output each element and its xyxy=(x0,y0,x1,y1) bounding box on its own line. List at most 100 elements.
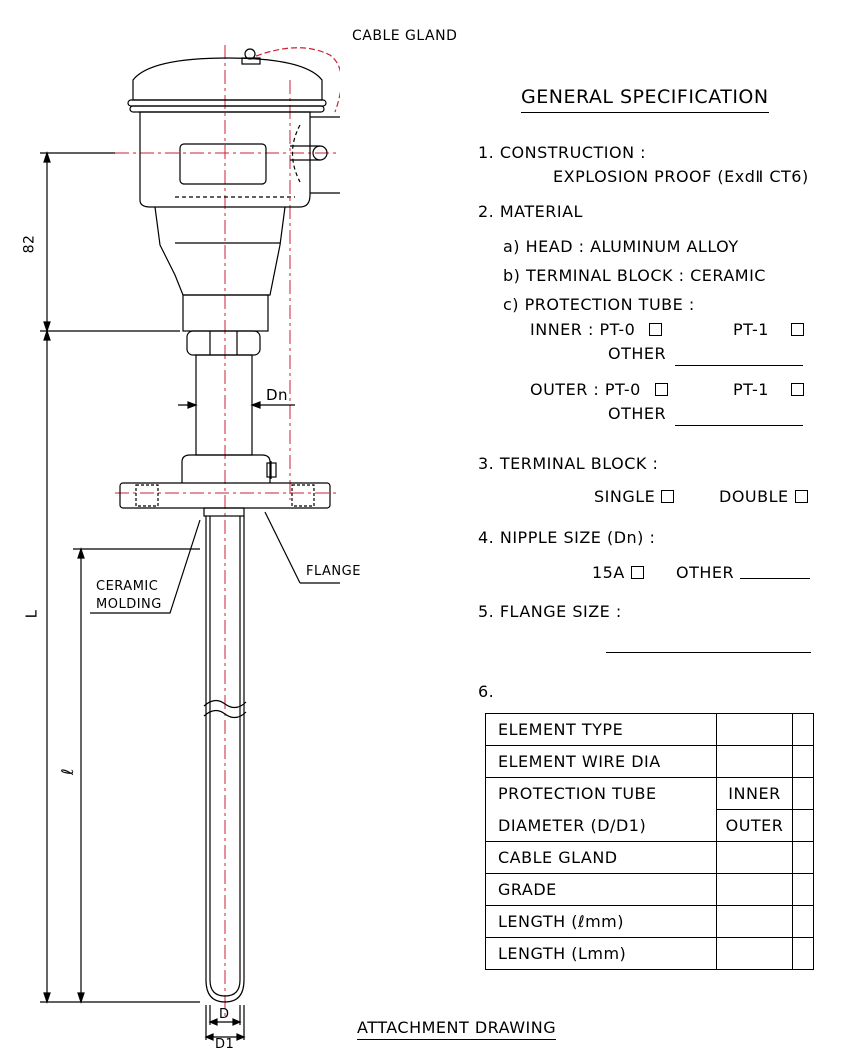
row-value-cell[interactable] xyxy=(716,713,793,746)
inner-other-field[interactable] xyxy=(675,365,803,366)
inner-pt0-label: INNER : PT-0 xyxy=(530,320,636,339)
inner-pt1-option[interactable]: PT-1 xyxy=(733,320,804,339)
inner-pt1-checkbox[interactable] xyxy=(790,323,804,336)
row-extra-cell[interactable] xyxy=(792,905,814,938)
dimension-L xyxy=(40,329,200,1004)
cable-gland-label: CABLE GLAND xyxy=(352,28,458,44)
spec-2a: a) HEAD : ALUMINUM ALLOY xyxy=(503,237,739,256)
nipple-15a-label: 15A xyxy=(592,563,625,582)
dn-label: Dn xyxy=(266,386,289,404)
ceramic-molding-label-1: CERAMIC xyxy=(96,579,159,594)
outer-pt0-label: OUTER : PT-0 xyxy=(530,380,641,399)
row-label: PROTECTION TUBE xyxy=(485,777,717,810)
row-value-cell[interactable] xyxy=(716,905,793,938)
row-extra-cell[interactable] xyxy=(792,713,814,746)
dimension-82 xyxy=(40,151,180,333)
row-value-cell[interactable] xyxy=(716,841,793,874)
table-row: ELEMENT WIRE DIA xyxy=(485,745,814,778)
row-label: CABLE GLAND xyxy=(485,841,717,874)
flange-label: FLANGE xyxy=(306,564,361,579)
cable-wire xyxy=(255,47,340,113)
row-extra-cell[interactable] xyxy=(792,777,814,810)
dimension-l xyxy=(73,547,200,1004)
spec-4-heading: 4. NIPPLE SIZE (Dn) : xyxy=(478,528,656,547)
table-row: ELEMENT TYPE xyxy=(485,713,814,746)
centerlines xyxy=(115,45,340,1020)
inner-pt0-checkbox[interactable] xyxy=(649,323,663,336)
flange-size-field[interactable] xyxy=(606,652,811,653)
row-extra-cell[interactable] xyxy=(792,841,814,874)
outer-other-label: OTHER xyxy=(608,404,667,423)
row-extra-cell[interactable] xyxy=(792,809,814,842)
union xyxy=(181,454,271,483)
hex-nut xyxy=(186,330,261,356)
row-label: ELEMENT TYPE xyxy=(485,713,717,746)
table-row: DIAMETER (D/D1) OUTER xyxy=(485,809,814,842)
nipple-15a-checkbox[interactable] xyxy=(630,566,644,579)
row-label: DIAMETER (D/D1) xyxy=(485,809,717,842)
ceramic-molding-label-2: MOLDING xyxy=(96,597,162,612)
spec-5-heading: 5. FLANGE SIZE : xyxy=(478,602,622,621)
seal-rings xyxy=(127,99,327,113)
row-label: LENGTH (Lmm) xyxy=(485,937,717,970)
spec-2c: c) PROTECTION TUBE : xyxy=(503,295,695,314)
double-option[interactable]: DOUBLE xyxy=(719,487,808,506)
head-cap xyxy=(132,57,323,101)
gland-boss xyxy=(310,116,340,194)
row-sub-label: OUTER xyxy=(716,809,793,842)
d-label: D xyxy=(219,1007,230,1022)
spec-6-heading: 6. xyxy=(478,682,495,701)
spec-2b: b) TERMINAL BLOCK : CERAMIC xyxy=(503,266,766,285)
single-option[interactable]: SINGLE xyxy=(594,487,675,506)
single-checkbox[interactable] xyxy=(661,490,675,503)
ceramic-molding xyxy=(203,507,245,517)
outer-pt1-option[interactable]: PT-1 xyxy=(733,380,804,399)
outer-other-field[interactable] xyxy=(675,425,803,426)
spec-1-heading: 1. CONSTRUCTION : xyxy=(478,143,647,162)
cap-bolt xyxy=(241,48,261,65)
head-neck xyxy=(154,206,286,296)
row-extra-cell[interactable] xyxy=(792,937,814,970)
table-row: LENGTH (Lmm) xyxy=(485,937,814,970)
single-label: SINGLE xyxy=(594,487,656,506)
outer-pt1-label: PT-1 xyxy=(733,380,769,399)
spec-2-heading: 2. MATERIAL xyxy=(478,202,583,221)
outer-pt0-checkbox[interactable] xyxy=(654,383,668,396)
double-checkbox[interactable] xyxy=(794,490,808,503)
row-value-cell[interactable] xyxy=(716,745,793,778)
double-label: DOUBLE xyxy=(719,487,789,506)
row-label: ELEMENT WIRE DIA xyxy=(485,745,717,778)
outer-pt0-option[interactable]: OUTER : PT-0 xyxy=(530,380,668,399)
row-value-cell[interactable] xyxy=(716,873,793,906)
dimension-d xyxy=(204,1005,246,1041)
dimension-l-label: ℓ xyxy=(58,767,78,776)
head-window xyxy=(179,143,267,185)
table-row: CABLE GLAND xyxy=(485,841,814,874)
row-extra-cell[interactable] xyxy=(792,745,814,778)
row-value-cell[interactable] xyxy=(716,937,793,970)
row-label: LENGTH (ℓmm) xyxy=(485,905,717,938)
dimension-82-label: 82 xyxy=(21,234,38,254)
nipple-other-label: OTHER xyxy=(676,563,735,582)
table-row: GRADE xyxy=(485,873,814,906)
table-row: PROTECTION TUBE INNER xyxy=(485,777,814,810)
thermocouple-drawing xyxy=(40,45,340,1041)
dimension-L-label: L xyxy=(22,609,41,619)
head-body xyxy=(139,111,311,208)
outer-pt1-checkbox[interactable] xyxy=(790,383,804,396)
attachment-drawing-footer: ATTACHMENT DRAWING xyxy=(357,1018,557,1040)
inner-other-label: OTHER xyxy=(608,344,667,363)
row-sub-label: INNER xyxy=(716,777,793,810)
d1-label: D1 xyxy=(215,1037,235,1052)
row-label: GRADE xyxy=(485,873,717,906)
table-row: LENGTH (ℓmm) xyxy=(485,905,814,938)
row-extra-cell[interactable] xyxy=(792,873,814,906)
nipple-pipe xyxy=(195,354,253,456)
nipple-other-field[interactable] xyxy=(740,578,810,579)
inner-pt0-option[interactable]: INNER : PT-0 xyxy=(530,320,663,339)
spec-title: GENERAL SPECIFICATION xyxy=(521,86,769,113)
element-spec-table: ELEMENT TYPE ELEMENT WIRE DIA PROTECTION… xyxy=(485,713,814,970)
spec-1-value: EXPLOSION PROOF (ExdⅡ CT6) xyxy=(553,167,809,186)
protection-tube xyxy=(205,516,245,1003)
nipple-15a-option[interactable]: 15A xyxy=(592,563,644,582)
